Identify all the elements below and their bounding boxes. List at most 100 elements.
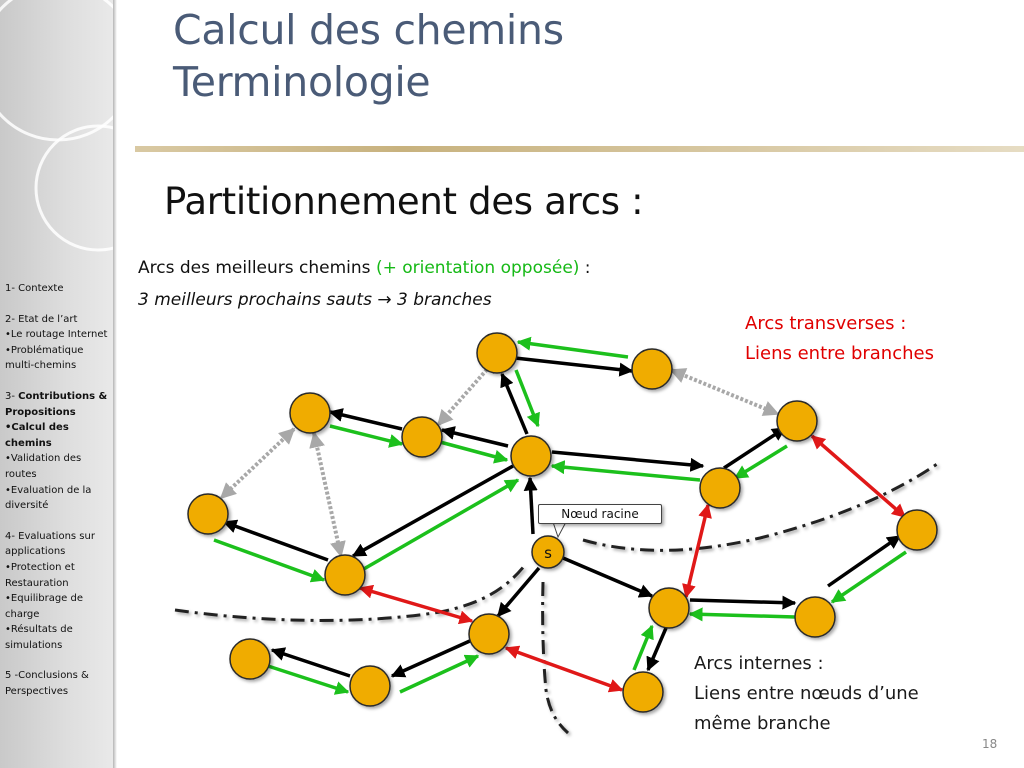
outline-section-2[interactable]: 2- Etat de l’art [5, 313, 78, 325]
outline-item[interactable]: •Evaluation de la diversité [5, 484, 92, 512]
outline-item[interactable]: •Validation des routes [5, 453, 82, 480]
node [648, 587, 690, 629]
next-hops-line: 3 meilleurs prochains sauts → 3 branches [138, 290, 492, 310]
node [468, 613, 510, 655]
sidebar [0, 0, 113, 768]
reverse-arc [688, 607, 796, 622]
outline-item-label: Protection et Restauration [5, 561, 75, 589]
node [476, 332, 518, 374]
page-number: 18 [982, 737, 998, 751]
sidebar-decoration [0, 0, 113, 252]
node [187, 493, 229, 535]
node [794, 596, 836, 638]
outline-section-3[interactable]: 3- Contributions & Propositions [5, 389, 115, 420]
title-line-1: Calcul des chemins [173, 6, 564, 54]
reverse-arc [550, 460, 701, 482]
best-path-arc [646, 627, 668, 672]
node [229, 638, 271, 680]
title-line-2: Terminologie [173, 58, 431, 106]
transverse-arc [504, 645, 624, 693]
reverse-arc [439, 440, 509, 464]
best-paths-line: Arcs des meilleurs chemins (+ orientatio… [138, 258, 591, 278]
outline-section-1[interactable]: 1- Contexte [5, 283, 64, 294]
outline-item-label: Résultats de simulations [5, 624, 73, 651]
node [289, 392, 331, 434]
outline-item-label: Calcul des chemins [5, 422, 69, 449]
outline-section-number: 3- [5, 390, 19, 402]
node [510, 435, 552, 477]
reverse-arc [516, 336, 629, 359]
best-path-arc [440, 426, 509, 448]
outline-item-label: Validation des routes [5, 453, 82, 480]
root-node [531, 535, 565, 569]
root-node-callout: Nœud racine [538, 504, 662, 524]
outline-section-5[interactable]: 5 -Conclusions & Perspectives [5, 670, 89, 698]
best-path-arc [270, 647, 351, 678]
internal-title: Arcs internes : [694, 653, 824, 674]
best-path-arc [723, 426, 787, 470]
best-path-arc [328, 408, 403, 431]
transverse-arc [358, 584, 474, 625]
outline-item-current[interactable]: •Calcul des chemins [5, 422, 69, 449]
alternative-arcs [219, 356, 780, 558]
best-path-arc [827, 534, 902, 588]
node [699, 467, 741, 509]
best-paths-text: Arcs des meilleurs chemins [138, 258, 376, 278]
reverse-arc [830, 550, 907, 604]
reverse-arc [213, 538, 326, 583]
best-path-arc [551, 450, 705, 472]
outline-item-label: Evaluation de la diversité [5, 484, 92, 512]
alt-arc [309, 431, 346, 558]
outline-item[interactable]: •Résultats de simulations [5, 624, 73, 651]
node [401, 416, 443, 458]
best-path-arcs [213, 336, 907, 695]
outline-item[interactable]: •Equilibrage de charge [5, 593, 84, 620]
root-node-label: s [544, 544, 552, 562]
outline-item[interactable]: •Protection et Restauration [5, 561, 75, 589]
transverse-arc [810, 434, 907, 519]
transverse-arcs [358, 434, 907, 693]
outline-section-4[interactable]: 4- Evaluations sur applications [5, 530, 95, 558]
outline-item[interactable]: •Le routage Internet [5, 329, 108, 341]
internal-description-2: même branche [694, 713, 831, 734]
transverse-title: Arcs transverses : [745, 313, 907, 334]
outline-nav: 1- Contexte 2- Etat de l’art •Le routage… [5, 281, 115, 700]
best-path-arc [689, 595, 797, 610]
transverse-arcs-label: Arcs transverses : Liens entre branches [745, 309, 934, 369]
title-rule [135, 146, 1024, 152]
outline-item-label: Problématique multi-chemins [5, 344, 84, 372]
best-path-arc [500, 372, 529, 435]
best-path-arc [351, 464, 514, 558]
reverse-arc [399, 654, 480, 694]
transverse-arc [682, 503, 712, 599]
sidebar-edge [113, 0, 117, 768]
slide-title: Calcul des chemins Terminologie [173, 4, 993, 108]
internal-description-1: Liens entre nœuds d’une [694, 683, 919, 704]
outline-item-label: Le routage Internet [10, 329, 108, 341]
best-path-arc [562, 556, 654, 598]
outline-item-label: Equilibrage de charge [5, 593, 84, 620]
node [622, 671, 664, 713]
internal-arcs-label: Arcs internes : Liens entre nœuds d’une … [694, 649, 919, 739]
reverse-arc [361, 478, 520, 572]
opposite-orientation-text: (+ orientation opposée) [375, 258, 580, 278]
best-path-arc [514, 356, 634, 377]
node [324, 554, 366, 596]
reverse-arc [267, 664, 350, 695]
slide-subtitle: Partitionnement des arcs : [164, 180, 644, 223]
reverse-arc [329, 424, 404, 448]
branch-separator-bottom [541, 581, 570, 735]
best-path-arc [496, 566, 541, 618]
best-path-arc [390, 638, 473, 678]
node [776, 400, 818, 442]
callout-tail [552, 521, 567, 539]
node [349, 665, 391, 707]
best-path-arc [523, 476, 538, 535]
transverse-description: Liens entre branches [745, 343, 934, 364]
node [896, 509, 938, 551]
best-paths-colon: : [579, 258, 591, 278]
reverse-arc [632, 624, 654, 671]
reverse-arc [733, 444, 788, 480]
outline-item[interactable]: •Problématique multi-chemins [5, 344, 84, 372]
